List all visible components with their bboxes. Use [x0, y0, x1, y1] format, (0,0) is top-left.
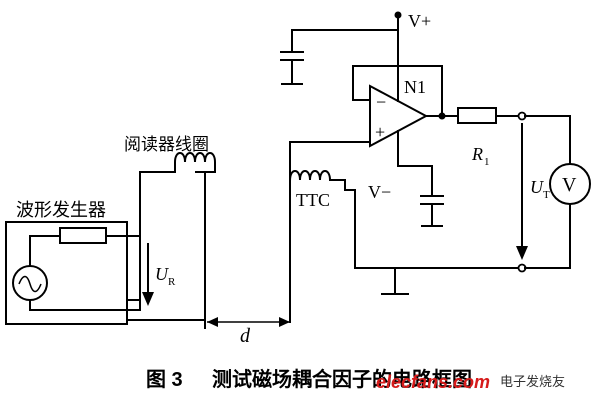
generator-resistor	[59, 227, 107, 244]
ut-label: U	[530, 177, 544, 197]
ur-subscript: R	[168, 276, 176, 288]
figure-title: 测试磁场耦合因子的电路框图	[212, 367, 472, 391]
opamp-label: N1	[404, 77, 426, 97]
r1-resistor	[457, 107, 497, 124]
feedback-loop	[352, 65, 443, 117]
vplus-node	[394, 11, 402, 19]
reader-coil-lead-left	[139, 171, 176, 237]
reader-coil-label: 阅读器线圈	[124, 135, 209, 154]
output-node	[438, 112, 446, 120]
figure-number: 图 3	[146, 368, 183, 391]
watermark-name: 电子发烧友	[500, 374, 565, 389]
vminus-label: V−	[368, 182, 391, 202]
ttc-left-wire	[289, 141, 376, 323]
distance-label: d	[240, 325, 251, 347]
ttc-coil	[288, 170, 346, 182]
voltmeter	[549, 163, 591, 205]
ur-label: U	[155, 264, 169, 284]
ttc-right-wire	[344, 179, 523, 269]
ttc-label: TTC	[296, 190, 330, 210]
waveform-generator-box	[5, 221, 128, 325]
opamp-minus: −	[376, 92, 386, 112]
ur-arrowhead	[142, 292, 154, 306]
vminus-wire	[397, 130, 433, 197]
ut-subscript: T	[543, 189, 550, 201]
vplus-label: V+	[408, 11, 431, 31]
reader-coil	[174, 152, 216, 173]
vplus-capacitor-icon	[280, 51, 304, 85]
vplus-cap-wire	[291, 29, 399, 53]
distance-arrow-right	[279, 317, 290, 327]
reader-coil-lead-right	[126, 171, 206, 321]
ut-arrowhead	[516, 246, 528, 260]
vminus-capacitor-icon	[420, 195, 444, 227]
generator-inner-loop	[29, 235, 141, 311]
r1-subscript: 1	[484, 156, 490, 168]
terminal-to-voltmeter	[524, 115, 571, 269]
waveform-generator-label: 波形发生器	[16, 200, 106, 220]
distance-arrow-left	[207, 317, 218, 327]
voltmeter-label: V	[562, 174, 577, 196]
sine-wave-icon	[18, 275, 42, 293]
r1-label: R	[471, 144, 483, 164]
opamp-plus: +	[375, 122, 385, 142]
watermark-site: elecfans.com	[376, 372, 490, 392]
